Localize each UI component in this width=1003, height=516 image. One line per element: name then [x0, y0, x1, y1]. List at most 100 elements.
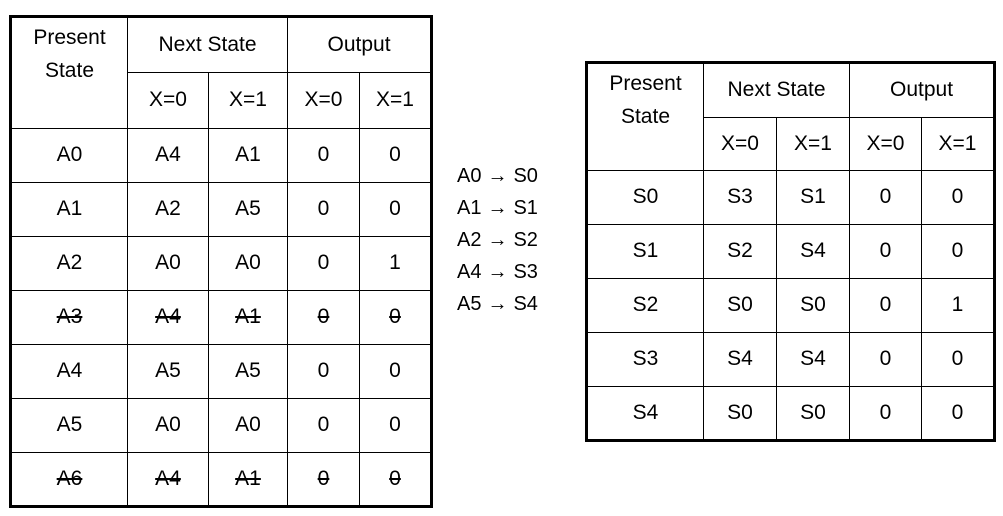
output-x1-cell: 0 — [358, 344, 433, 399]
reduced-state-table: Present State Next State Output X=0 X=1 … — [585, 61, 997, 442]
present-state-cell: S1 — [586, 224, 704, 279]
mapping-from: A0 — [457, 165, 482, 187]
reduced-state-table-body: Present State Next State Output X=0 X=1 … — [586, 62, 996, 441]
mapping-item: A0→S0 — [457, 160, 538, 192]
output-x0-cell: 0 — [849, 170, 922, 225]
arrow-right-icon: → — [487, 229, 508, 251]
next-state-x1-cell: A5 — [208, 182, 288, 237]
next-state-x1-cell: A0 — [208, 398, 288, 453]
next-state-header: Next State — [703, 62, 850, 118]
mapping-to: S4 — [513, 293, 538, 315]
mapping-to: S2 — [513, 229, 538, 251]
next-state-x0-cell: A4 — [127, 128, 209, 183]
output-x0-cell: 0 — [287, 398, 360, 453]
present-state-header: Present State — [586, 62, 704, 171]
present-state-cell: A2 — [10, 236, 128, 291]
header-row: Present State Next State Output — [10, 16, 433, 129]
output-x1-cell: 0 — [920, 224, 996, 279]
next-state-x1-cell: A1 — [208, 128, 288, 183]
next-state-header: Next State — [127, 16, 288, 73]
present-state-cell: A0 — [10, 128, 128, 183]
output-x0-cell: 0 — [287, 290, 360, 345]
output-x0-cell: 0 — [287, 344, 360, 399]
output-x1-cell: 0 — [920, 386, 996, 441]
present-state-cell: A6 — [10, 452, 128, 507]
output-x1-cell: 0 — [358, 452, 433, 507]
subheader-row: X=0 X=1 X=0 X=1 — [11, 72, 433, 129]
mapping-to: S3 — [513, 261, 538, 283]
output-x1-cell: 0 — [920, 332, 996, 387]
present-state-cell: A5 — [10, 398, 128, 453]
output-x0-cell: 0 — [287, 128, 360, 183]
output-x0-header: X=0 — [287, 72, 360, 129]
output-x0-cell: 0 — [287, 182, 360, 237]
next-state-x0-cell: A0 — [127, 236, 209, 291]
output-x1-cell: 1 — [358, 236, 433, 291]
mapping-from: A5 — [457, 293, 482, 315]
output-x0-cell: 0 — [849, 224, 922, 279]
mapping-to: S1 — [513, 197, 538, 219]
output-x0-header: X=0 — [849, 117, 922, 171]
output-x1-cell: 0 — [358, 398, 433, 453]
next-state-x1-cell: A1 — [208, 452, 288, 507]
output-header: Output — [848, 62, 996, 118]
next-x0-header: X=0 — [703, 117, 777, 171]
arrow-right-icon: → — [487, 165, 508, 187]
next-state-x0-cell: A4 — [127, 290, 209, 345]
present-state-cell: S4 — [586, 386, 704, 441]
next-state-x0-cell: S3 — [703, 170, 777, 225]
next-state-x0-cell: A5 — [127, 344, 209, 399]
mapping-from: A1 — [457, 197, 482, 219]
next-state-x0-cell: A2 — [127, 182, 209, 237]
next-state-x0-cell: S4 — [703, 332, 777, 387]
output-x0-cell: 0 — [849, 332, 922, 387]
next-state-x1-cell: A5 — [208, 344, 288, 399]
original-state-table: Present State Next State Output X=0 X=1 … — [9, 15, 434, 508]
next-state-x1-cell: A0 — [208, 236, 288, 291]
present-state-cell: A3 — [10, 290, 128, 345]
original-state-table-body: Present State Next State Output X=0 X=1 … — [10, 16, 433, 507]
arrow-right-icon: → — [487, 261, 508, 283]
next-state-x0-cell: S0 — [703, 278, 777, 333]
output-header: Output — [286, 16, 433, 73]
output-x1-cell: 0 — [358, 182, 433, 237]
output-x0-cell: 0 — [287, 452, 360, 507]
present-state-cell: S0 — [586, 170, 704, 225]
output-x1-cell: 1 — [920, 278, 996, 333]
output-x1-cell: 0 — [358, 290, 433, 345]
mapping-item: A1→S1 — [457, 192, 538, 224]
mapping-from: A2 — [457, 229, 482, 251]
next-state-x0-cell: A0 — [127, 398, 209, 453]
next-x1-header: X=1 — [776, 117, 850, 171]
next-state-x1-cell: S1 — [776, 170, 850, 225]
next-state-x0-cell: S0 — [703, 386, 777, 441]
mapping-item: A2→S2 — [457, 224, 538, 256]
next-state-x0-cell: A4 — [127, 452, 209, 507]
present-state-cell: A1 — [10, 182, 128, 237]
next-state-x1-cell: S0 — [776, 278, 850, 333]
output-x0-cell: 0 — [287, 236, 360, 291]
arrow-right-icon: → — [487, 197, 508, 219]
present-state-cell: A4 — [10, 344, 128, 399]
output-x1-header: X=1 — [358, 72, 433, 129]
mapping-item: A4→S3 — [457, 256, 538, 288]
output-x1-cell: 0 — [920, 170, 996, 225]
header-row: Present State Next State Output — [586, 62, 996, 171]
next-x0-header: X=0 — [127, 72, 209, 129]
next-state-x1-cell: S0 — [776, 386, 850, 441]
output-x1-header: X=1 — [920, 117, 996, 171]
next-state-x1-cell: A1 — [208, 290, 288, 345]
mapping-from: A4 — [457, 261, 482, 283]
output-x0-cell: 0 — [849, 386, 922, 441]
arrow-right-icon: → — [487, 293, 508, 315]
